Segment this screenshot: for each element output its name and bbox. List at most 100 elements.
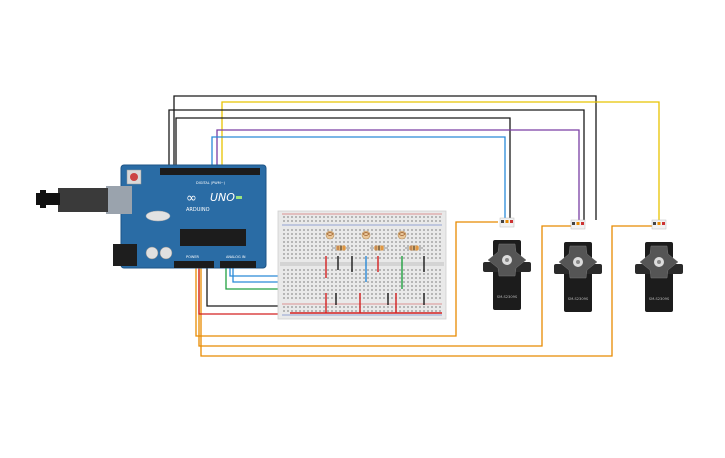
breadboard-hole [367,277,369,279]
breadboard-hole [315,297,317,299]
breadboard-hole [371,293,373,295]
breadboard-hole [303,289,305,291]
breadboard-hole [395,220,397,222]
breadboard-hole [423,285,425,287]
breadboard-hole [439,310,441,312]
breadboard-hole [299,281,301,283]
breadboard-hole [331,293,333,295]
breadboard-hole [335,273,337,275]
breadboard-hole [419,306,421,308]
breadboard-hole [303,216,305,218]
breadboard-hole [363,289,365,291]
breadboard-hole [299,289,301,291]
breadboard-hole [295,233,297,235]
breadboard-hole [367,216,369,218]
breadboard-hole [439,306,441,308]
breadboard-hole [307,306,309,308]
resistor-2[interactable] [370,245,388,251]
breadboard-hole [407,233,409,235]
breadboard-hole [419,253,421,255]
breadboard-hole [367,310,369,312]
breadboard-hole [403,220,405,222]
breadboard-hole [287,285,289,287]
breadboard-hole [431,281,433,283]
breadboard-hole [375,237,377,239]
breadboard-hole [291,289,293,291]
breadboard-hole [303,229,305,231]
breadboard-hole [415,273,417,275]
breadboard-hole [375,229,377,231]
resistor-1[interactable] [332,245,350,251]
resistor-3[interactable] [405,245,423,251]
breadboard-hole [419,285,421,287]
breadboard-hole [391,249,393,251]
breadboard-hole [403,293,405,295]
breadboard-hole [363,277,365,279]
breadboard-hole [307,257,309,259]
breadboard-hole [407,257,409,259]
breadboard-hole [311,245,313,247]
breadboard-hole [303,233,305,235]
breadboard-hole [283,220,285,222]
servo-1[interactable]: SM-S2309S [483,217,531,310]
breadboard-hole [359,269,361,271]
breadboard-hole [431,310,433,312]
breadboard-hole [347,289,349,291]
breadboard-hole [427,220,429,222]
breadboard-hole [391,257,393,259]
breadboard-hole [431,253,433,255]
breadboard-hole [295,293,297,295]
breadboard-hole [383,289,385,291]
breadboard-hole [311,216,313,218]
photoresistor-1[interactable] [325,230,335,240]
breadboard-hole [399,216,401,218]
breadboard-hole [335,241,337,243]
breadboard-hole [375,297,377,299]
breadboard-hole [323,237,325,239]
breadboard-hole [319,216,321,218]
breadboard-hole [299,285,301,287]
photoresistor-3[interactable] [397,230,407,240]
breadboard-hole [291,297,293,299]
breadboard-hole [439,257,441,259]
servo-2[interactable]: SM-S2309S [554,219,602,312]
breadboard-hole [283,237,285,239]
breadboard-hole [399,273,401,275]
breadboard-hole [423,220,425,222]
breadboard-hole [391,281,393,283]
arduino-board[interactable]: ∞ ARDUINO UNO DIGITAL (PWM~) POWER ANALO… [36,164,267,269]
breadboard-hole [363,269,365,271]
breadboard-hole [355,297,357,299]
servo-3[interactable]: SM-S2309S [635,219,683,312]
servo-label: SM-S2309S [497,295,518,299]
breadboard-hole [315,293,317,295]
breadboard-hole [391,253,393,255]
breadboard-center-channel [280,262,444,266]
breadboard-hole [323,245,325,247]
breadboard[interactable] [277,210,447,320]
breadboard-hole [379,297,381,299]
breadboard-hole [355,233,357,235]
breadboard-hole [299,277,301,279]
breadboard-hole [355,249,357,251]
breadboard-hole [439,216,441,218]
breadboard-hole [355,281,357,283]
breadboard-hole [291,269,293,271]
breadboard-hole [395,249,397,251]
breadboard-hole [371,306,373,308]
breadboard-hole [303,297,305,299]
breadboard-hole [291,306,293,308]
breadboard-hole [387,310,389,312]
breadboard-hole [347,253,349,255]
breadboard-hole [371,277,373,279]
breadboard-hole [295,220,297,222]
breadboard-hole [331,297,333,299]
breadboard-hole [343,281,345,283]
breadboard-hole [431,285,433,287]
breadboard-hole [299,229,301,231]
breadboard-hole [407,229,409,231]
photoresistor-2[interactable] [361,230,371,240]
breadboard-hole [287,229,289,231]
breadboard-hole [311,306,313,308]
breadboard-hole [367,297,369,299]
